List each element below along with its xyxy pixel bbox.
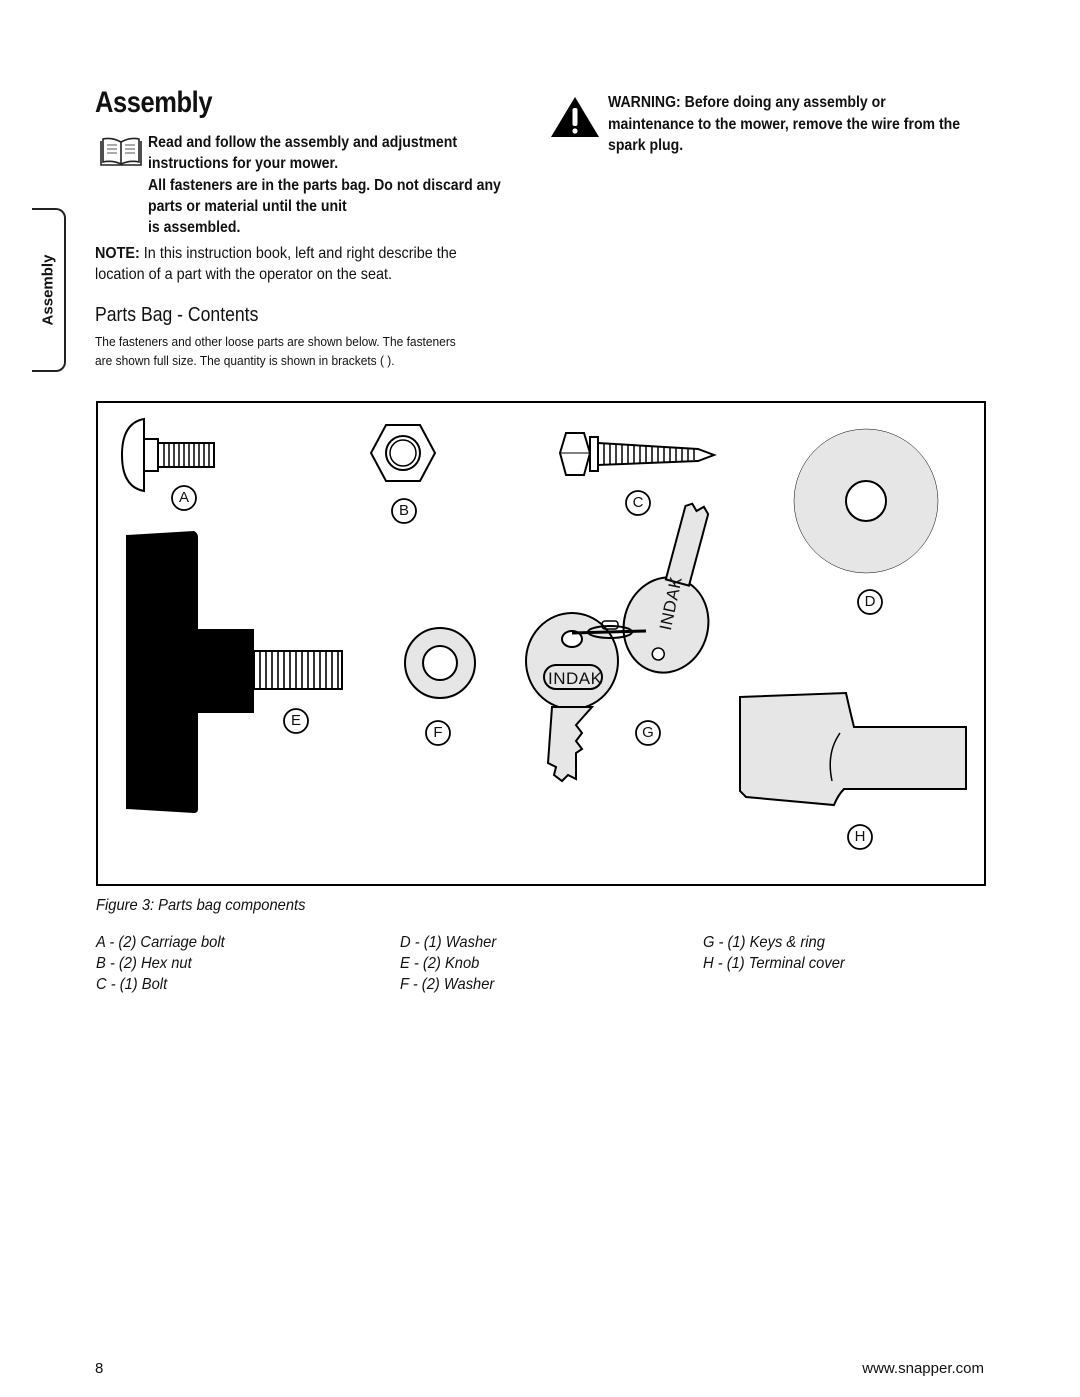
page-title: Assembly — [95, 86, 213, 119]
side-tab-label: Assembly — [39, 254, 57, 326]
legend-e: E - (2) Knob — [400, 955, 480, 972]
fasteners-notice-line3: is assembled. — [148, 219, 241, 236]
label-e: E — [290, 712, 301, 729]
large-washer-illustration — [793, 428, 939, 574]
legend-g: G - (1) Keys & ring — [703, 934, 825, 951]
label-a: A — [178, 489, 189, 506]
legend-c: C - (1) Bolt — [96, 976, 168, 993]
warning-line2: maintenance to the mower, remove the wir… — [608, 116, 961, 133]
note-text-1: In this instruction book, left and right… — [143, 245, 457, 262]
warning-line3: spark plug. — [608, 137, 684, 154]
keys-illustration — [525, 502, 710, 783]
note-line2: location of a part with the operator on … — [95, 266, 392, 283]
label-d: D — [864, 593, 876, 610]
figure-caption: Figure 3: Parts bag components — [96, 897, 306, 914]
terminal-cover-illustration — [739, 691, 967, 807]
note-label: NOTE: — [95, 245, 140, 262]
legend-h: H - (1) Terminal cover — [703, 955, 845, 972]
fasteners-notice-line1: All fasteners are in the parts bag. Do n… — [148, 177, 501, 194]
note-line1: NOTE: In this instruction book, left and… — [95, 243, 457, 264]
fasteners-notice-line2: parts or material until the unit — [148, 198, 347, 215]
hex-nut-illustration — [369, 424, 437, 482]
section-heading: Parts Bag - Contents — [95, 304, 259, 326]
intro-line1: The fasteners and other loose parts are … — [95, 334, 456, 349]
carriage-bolt-illustration — [120, 417, 215, 493]
label-h: H — [854, 828, 866, 845]
warning-icon — [551, 97, 599, 137]
warning-line1: WARNING: Before doing any assembly or — [608, 94, 886, 111]
intro-line2: are shown full size. The quantity is sho… — [95, 353, 395, 368]
parts-illustration — [120, 417, 967, 850]
parts-figure — [96, 401, 986, 886]
bolt-illustration — [558, 432, 717, 476]
side-tab: Assembly — [32, 208, 66, 372]
label-b: B — [398, 502, 409, 519]
website-link[interactable]: www.snapper.com — [862, 1360, 984, 1377]
legend-f: F - (2) Washer — [400, 976, 495, 993]
legend-d: D - (1) Washer — [400, 934, 497, 951]
book-notice-line2: instructions for your mower. — [148, 155, 339, 172]
legend-b: B - (2) Hex nut — [96, 955, 192, 972]
book-notice-line1: Read and follow the assembly and adjustm… — [148, 134, 458, 151]
legend-a: A - (2) Carriage bolt — [96, 934, 225, 951]
key-brand-front: INDAK — [548, 669, 603, 688]
label-f: F — [433, 724, 443, 741]
label-g: G — [642, 724, 654, 741]
page-number: 8 — [95, 1360, 104, 1377]
label-c: C — [632, 494, 644, 511]
knob-illustration — [126, 531, 343, 813]
small-washer-illustration — [404, 627, 476, 699]
book-icon — [100, 137, 142, 166]
